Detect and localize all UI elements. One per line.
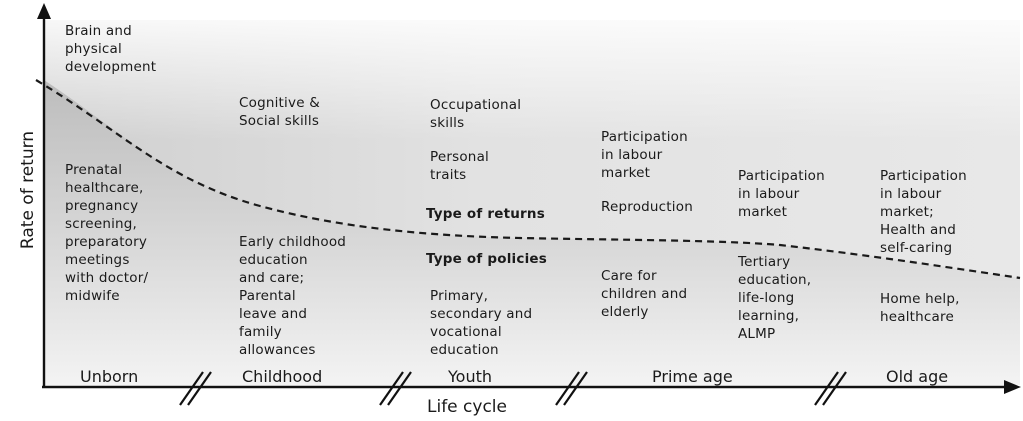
rate-of-return-curve [35,79,1021,280]
axis-break-2 [379,371,404,406]
axis-break-3b [563,371,588,406]
axis-break-1b [187,371,212,406]
return-youth-traits: Personal traits [430,149,489,183]
return-childhood: Cognitive & Social skills [239,95,320,129]
axis-break-2b [387,371,412,406]
axis-break-marks [179,371,847,406]
return-youth-skills: Occupational skills [430,97,522,131]
return-prime-reproduction: Reproduction [601,199,693,215]
axis-break-4b [822,371,847,406]
return-prime-participation: Participation in labour market [601,129,688,181]
axis-break-1 [179,371,204,406]
under-curve-area [44,80,1020,385]
type-of-returns-label: Type of returns [426,206,545,222]
policy-old-age: Home help, healthcare [880,291,960,325]
policy-childhood: Early childhood education and care; Pare… [239,234,347,358]
stage-old-age: Old age [886,367,949,386]
x-axis-label: Life cycle [427,397,507,417]
return-unborn: Brain and physical development [65,23,157,75]
stage-childhood: Childhood [242,367,323,386]
policy-late-prime: Tertiary education, life-long learning, … [738,254,812,342]
y-axis-arrow-icon [37,3,51,19]
axis-break-4 [814,371,839,406]
stage-unborn: Unborn [80,367,139,386]
upper-fade [44,20,1020,220]
return-old-age: Participation in labour market; Health a… [880,168,967,256]
policy-unborn: Prenatal healthcare, pregnancy screening… [65,162,149,304]
stage-prime-age: Prime age [652,367,733,386]
y-axis-label: Rate of return [18,130,38,250]
stage-youth: Youth [448,367,492,386]
policy-prime: Care for children and elderly [601,268,688,320]
type-of-policies-label: Type of policies [426,251,547,267]
policy-youth: Primary, secondary and vocational educat… [430,288,533,358]
return-late-prime: Participation in labour market [738,168,825,220]
x-axis-arrow-icon [1004,380,1021,394]
axis-break-3 [555,371,580,406]
